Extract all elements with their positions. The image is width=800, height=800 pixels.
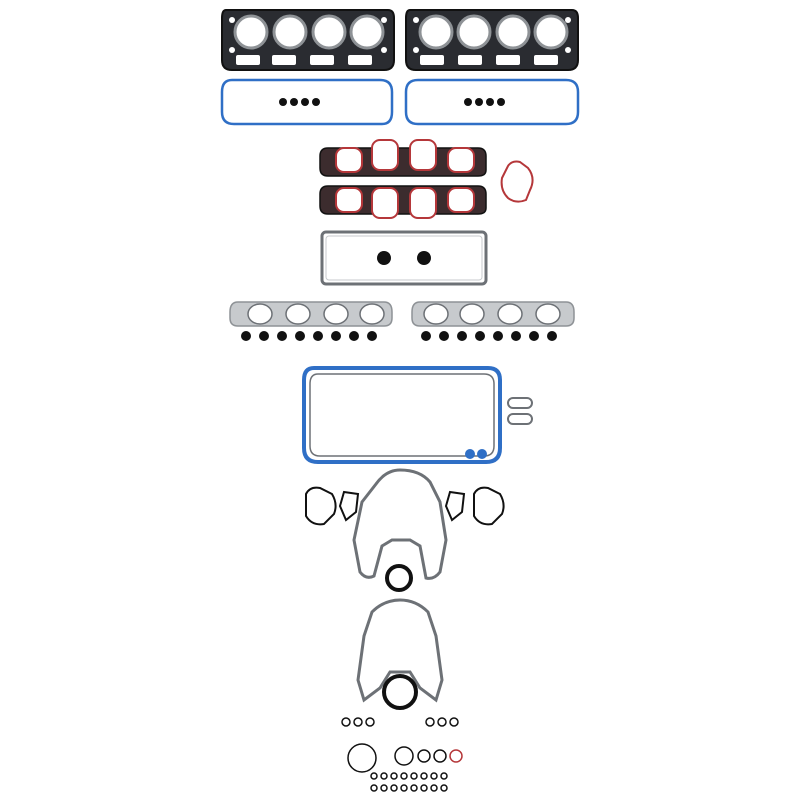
exhaust-manifold-gasket-left bbox=[229, 301, 393, 327]
intake-manifold-gasket-top bbox=[319, 139, 487, 177]
oil-pan-gasket bbox=[302, 366, 502, 464]
oil-pump-gaskets bbox=[507, 397, 533, 425]
head-gasket-right bbox=[405, 9, 579, 71]
timing-cover-gasket-lower bbox=[356, 598, 444, 710]
small-o-rings bbox=[370, 772, 448, 792]
misc-seals bbox=[341, 717, 463, 773]
valley-cover-gasket bbox=[320, 230, 488, 286]
water-pump-gaskets bbox=[305, 486, 505, 526]
valve-stem-seals bbox=[241, 331, 557, 341]
timing-cover-gasket-upper bbox=[352, 468, 448, 592]
valve-cover-gasket-right bbox=[404, 78, 580, 126]
valve-cover-gasket-left bbox=[220, 78, 394, 126]
throttle-body-gasket bbox=[500, 160, 534, 203]
exhaust-manifold-gasket-right bbox=[411, 301, 575, 327]
head-gasket-left bbox=[221, 9, 395, 71]
intake-manifold-gasket-bottom bbox=[319, 185, 487, 219]
